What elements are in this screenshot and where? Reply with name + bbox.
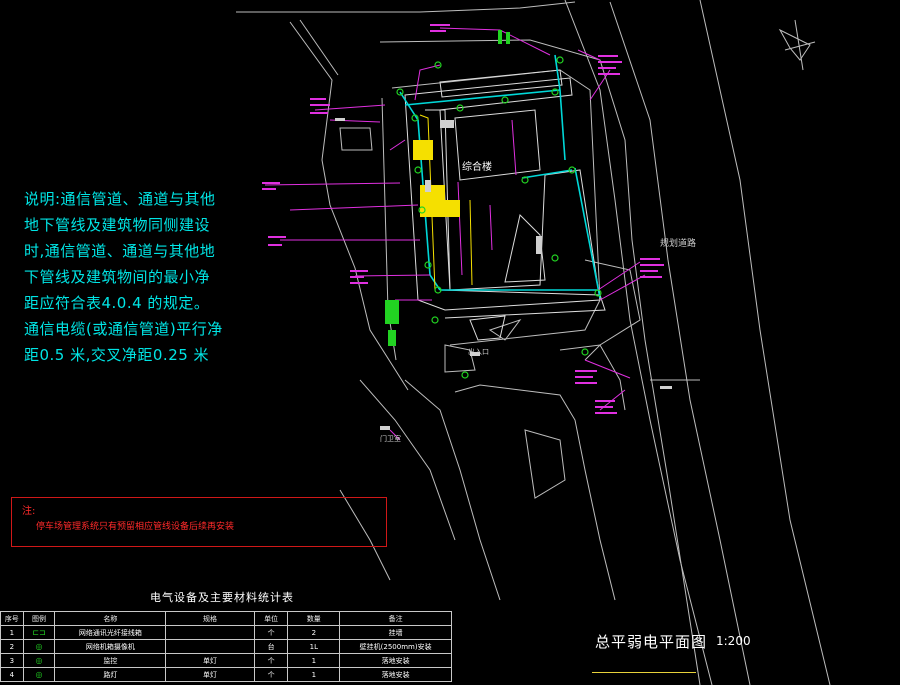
cell-remark: 壁挂机(2500mm)安装 (339, 639, 452, 654)
cell-remark: 落地安装 (339, 667, 452, 682)
equipment-room-highlight (413, 140, 460, 217)
cell-unit: 个 (253, 653, 289, 668)
table-row: 1 ⊏⊐ 网络通讯光纤接线箱 个 2 挂墙 (0, 625, 452, 640)
cell-qty: 1L (287, 639, 341, 654)
remark-title: 注: (22, 506, 36, 517)
col-header: 规格 (165, 611, 255, 626)
remark-text: 停车场管理系统只有预留相应管线设备后续再安装 (36, 522, 235, 532)
remark-box: 注: 停车场管理系统只有预留相应管线设备后续再安装 (11, 497, 387, 547)
main-building (404, 69, 606, 341)
cell-qty: 1 (287, 653, 341, 668)
cell-unit: 个 (253, 625, 289, 640)
device-nodes (396, 56, 602, 379)
col-header: 备注 (339, 611, 452, 626)
cell-spec (165, 625, 255, 640)
table-row: 4 ◎ 路灯 单灯 个 1 落地安装 (0, 667, 452, 682)
table-header-row: 序号 图例 名称 规格 单位 数量 备注 (0, 611, 452, 626)
col-header: 名称 (54, 611, 167, 626)
drawing-scale: 1:200 (716, 634, 751, 648)
cell-no: 1 (0, 625, 24, 640)
entrance-label: 出入口 (468, 348, 489, 356)
title-underline (592, 672, 696, 673)
cell-no: 2 (0, 639, 24, 654)
cell-no: 4 (0, 667, 24, 682)
cell-unit: 台 (253, 639, 289, 654)
cable-label-stacks (262, 24, 664, 414)
col-header: 数量 (287, 611, 341, 626)
cell-name: 路灯 (54, 667, 167, 682)
cell-name: 监控 (54, 653, 167, 668)
fiber-box-icon: ⊏⊐ (32, 628, 46, 637)
material-table-title: 电气设备及主要材料统计表 (150, 591, 294, 604)
street-light-icon: ◎ (35, 670, 43, 679)
site-boundary (236, 0, 831, 685)
table-row: 2 ◎ 网络机箱摄像机 台 1L 壁挂机(2500mm)安装 (0, 639, 452, 654)
monitor-icon: ◎ (35, 656, 43, 665)
cell-spec: 单灯 (165, 667, 255, 682)
material-table: 序号 图例 名称 规格 单位 数量 备注 1 ⊏⊐ 网络通讯光纤接线箱 个 2 … (0, 611, 452, 682)
cell-remark: 挂墙 (339, 625, 452, 640)
cell-no: 3 (0, 653, 24, 668)
cell-name: 网络通讯光纤接线箱 (54, 625, 167, 640)
table-row: 3 ◎ 监控 单灯 个 1 落地安装 (0, 653, 452, 668)
cell-spec: 单灯 (165, 653, 255, 668)
cell-qty: 2 (287, 625, 341, 640)
cell-unit: 个 (253, 667, 289, 682)
building-label: 综合楼 (462, 162, 492, 173)
leader-lines (264, 27, 646, 441)
cell-qty: 1 (287, 667, 341, 682)
road-label: 规划道路 (660, 239, 697, 249)
drawing-title: 总平弱电平面图 (595, 633, 708, 651)
col-header: 单位 (253, 611, 289, 626)
camera-icon: ◎ (35, 642, 43, 651)
col-header: 图例 (22, 611, 56, 626)
cell-remark: 落地安装 (339, 653, 452, 668)
cell-name: 网络机箱摄像机 (54, 639, 167, 654)
col-header: 序号 (0, 611, 24, 626)
north-arrow (778, 19, 816, 71)
design-note: 说明:通信管道、通道与其他地下管线及建筑物同侧建设时,通信管道、通道与其他地下管… (24, 190, 223, 364)
room-label: 门卫室 (380, 435, 401, 443)
cell-spec (165, 639, 255, 654)
